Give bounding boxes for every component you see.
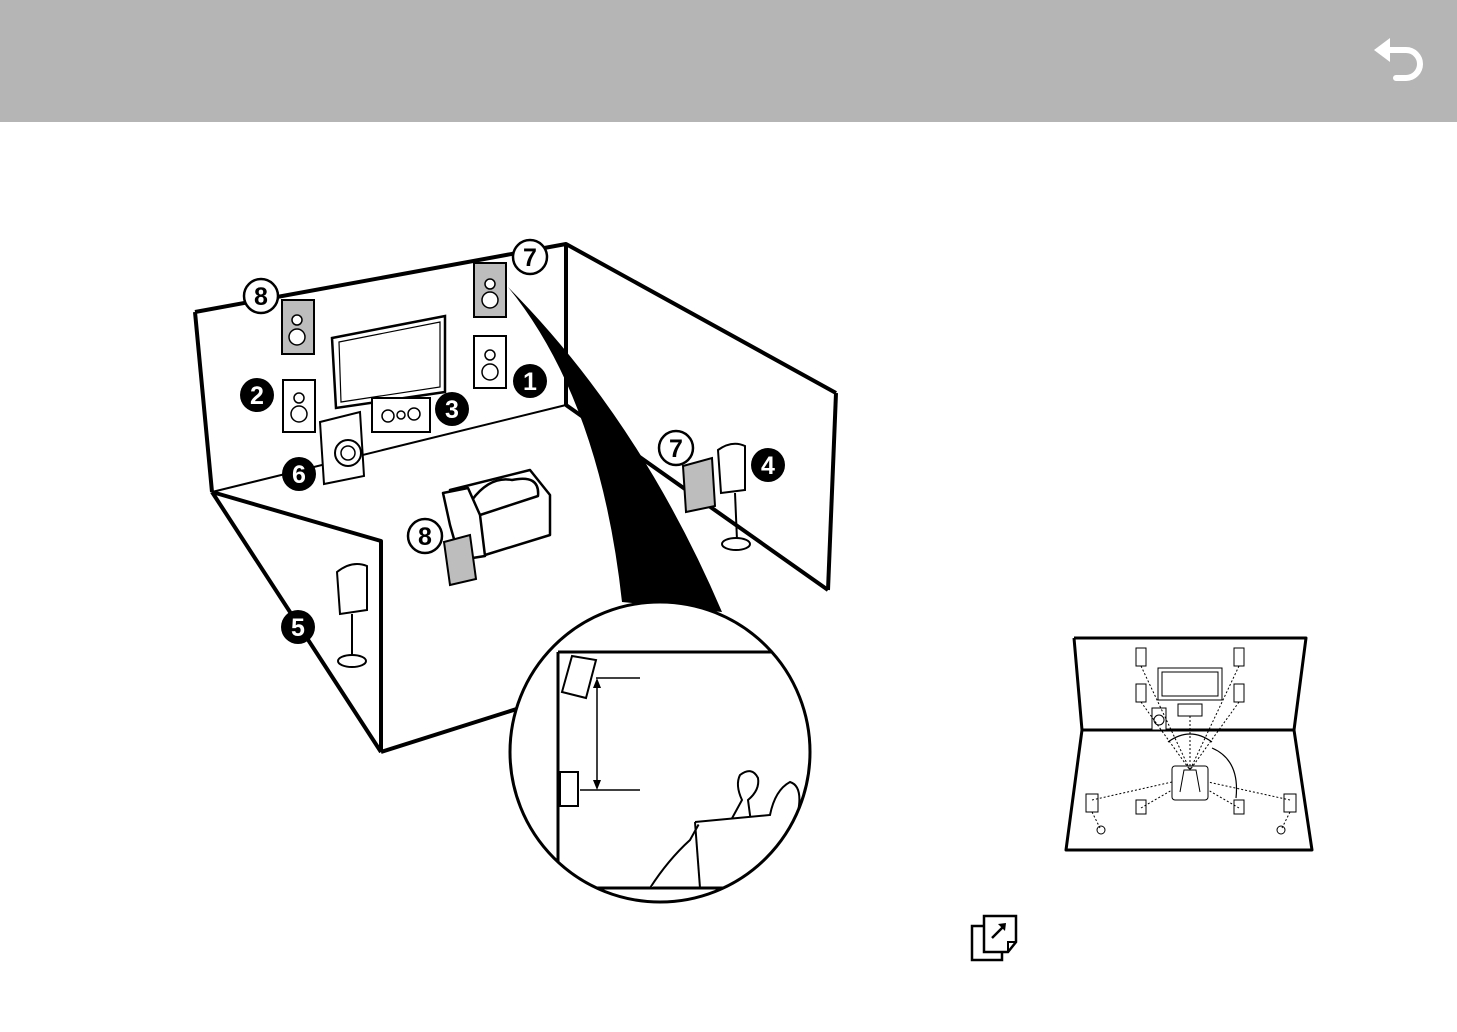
speaker-number-2: 2 bbox=[240, 378, 274, 412]
speaker-number-1: 1 bbox=[513, 364, 547, 398]
height-detail-magnifier bbox=[510, 602, 820, 905]
svg-text:6: 6 bbox=[292, 461, 306, 489]
svg-text:5: 5 bbox=[291, 614, 305, 642]
svg-text:8: 8 bbox=[254, 283, 268, 311]
speaker-center bbox=[372, 398, 430, 432]
speaker-front-high-right bbox=[474, 263, 506, 317]
subwoofer bbox=[320, 412, 364, 484]
speaker-front-right bbox=[474, 336, 506, 388]
svg-text:1: 1 bbox=[523, 368, 537, 396]
svg-text:4: 4 bbox=[761, 452, 775, 480]
speaker-front-high-left bbox=[282, 300, 314, 354]
svg-text:2: 2 bbox=[250, 382, 264, 410]
svg-text:7: 7 bbox=[523, 244, 537, 272]
speaker-number-4: 4 bbox=[751, 448, 785, 482]
speaker-surround-right bbox=[718, 444, 750, 550]
page-reference-icon[interactable] bbox=[968, 912, 1022, 964]
svg-text:8: 8 bbox=[418, 523, 432, 551]
speaker-surround-left bbox=[337, 564, 367, 667]
speaker-rear-high-left bbox=[444, 535, 476, 585]
speaker-number-8: 8 bbox=[408, 519, 442, 553]
speaker-angle-mini-diagram bbox=[1060, 630, 1320, 855]
speaker-number-3: 3 bbox=[435, 392, 469, 426]
speaker-number-6: 6 bbox=[282, 457, 316, 491]
svg-text:3: 3 bbox=[445, 396, 459, 424]
speaker-number-5: 5 bbox=[281, 610, 315, 644]
tv bbox=[332, 316, 445, 408]
svg-text:7: 7 bbox=[669, 435, 683, 463]
speaker-number-7: 7 bbox=[513, 240, 547, 274]
speaker-rear-high-right bbox=[683, 458, 715, 512]
speaker-number-8: 8 bbox=[244, 279, 278, 313]
speaker-number-7: 7 bbox=[659, 431, 693, 465]
speaker-front-left bbox=[283, 380, 315, 432]
